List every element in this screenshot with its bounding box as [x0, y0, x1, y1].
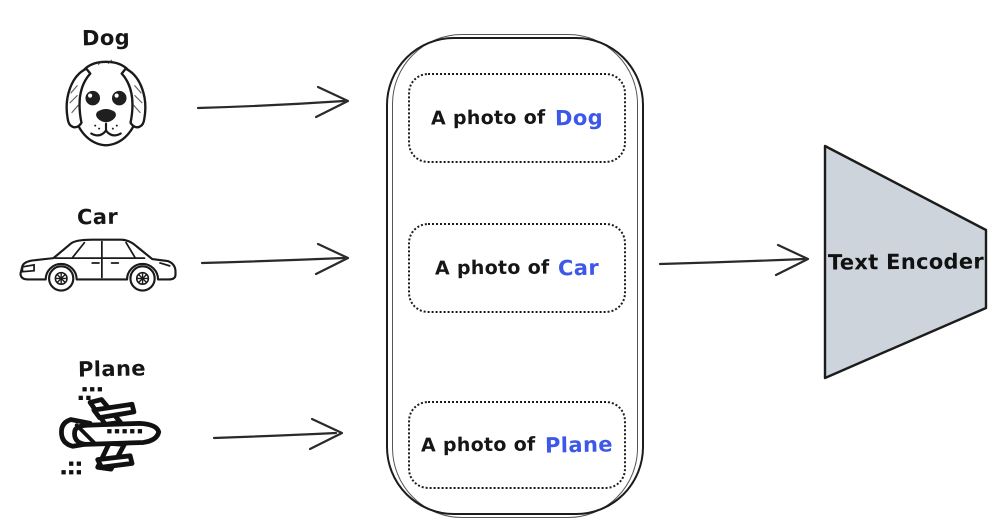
source-plane: Plane: [48, 356, 176, 479]
prompt-class-car: Car: [558, 255, 600, 281]
source-dog: Dog: [55, 26, 157, 162]
prompt-prefix: A photo of: [421, 433, 536, 457]
prompt-prefix: A photo of: [434, 256, 550, 280]
prompt-class-dog: Dog: [554, 105, 604, 131]
car-label: Car: [77, 204, 119, 230]
prompt-box-car: A photo of Car: [408, 223, 626, 313]
plane-icon: [59, 387, 162, 475]
arrow-prompts-to-encoder: [658, 243, 810, 277]
plane-label: Plane: [77, 356, 147, 382]
arrow-car-to-prompts: [200, 242, 350, 276]
prompt-prefix: A photo of: [431, 106, 546, 130]
car-icon: [19, 238, 177, 292]
arrow-dog-to-prompts: [196, 85, 350, 119]
text-encoder-label: Text Encoder: [827, 249, 985, 275]
prompts-container: A photo of Dog A photo of Car A photo of…: [386, 34, 644, 518]
text-encoder-block: Text Encoder: [822, 139, 990, 385]
dog-label: Dog: [81, 25, 131, 51]
prompt-class-plane: Plane: [544, 432, 613, 458]
dog-icon: [65, 59, 147, 147]
arrow-plane-to-prompts: [212, 417, 344, 451]
encoder-trapezoid-shape: [823, 144, 988, 380]
prompt-box-plane: A photo of Plane: [408, 401, 626, 489]
source-car: Car: [8, 205, 188, 293]
prompt-box-dog: A photo of Dog: [408, 73, 626, 163]
